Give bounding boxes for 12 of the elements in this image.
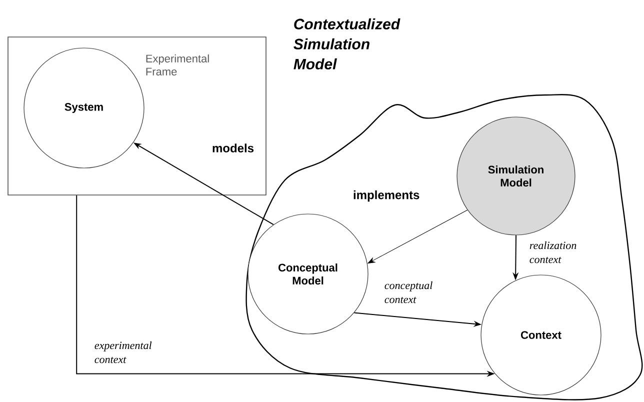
edge-label: implements	[354, 190, 420, 202]
edge-label: experimental context	[94, 341, 152, 364]
arrow	[368, 210, 468, 264]
edge-label: models	[212, 144, 254, 152]
edge-label: conceptual context	[384, 281, 432, 304]
circle-node: Conceptual Model	[248, 214, 368, 334]
circle-node: Simulation Model	[456, 116, 576, 236]
frame-heading: Experimental Frame	[146, 54, 209, 76]
circle-node: System	[24, 48, 144, 168]
region-heading: Contextualized Simulation Model	[294, 18, 400, 70]
edge-label: realization context	[530, 241, 576, 264]
circle-node: Context	[480, 274, 602, 396]
